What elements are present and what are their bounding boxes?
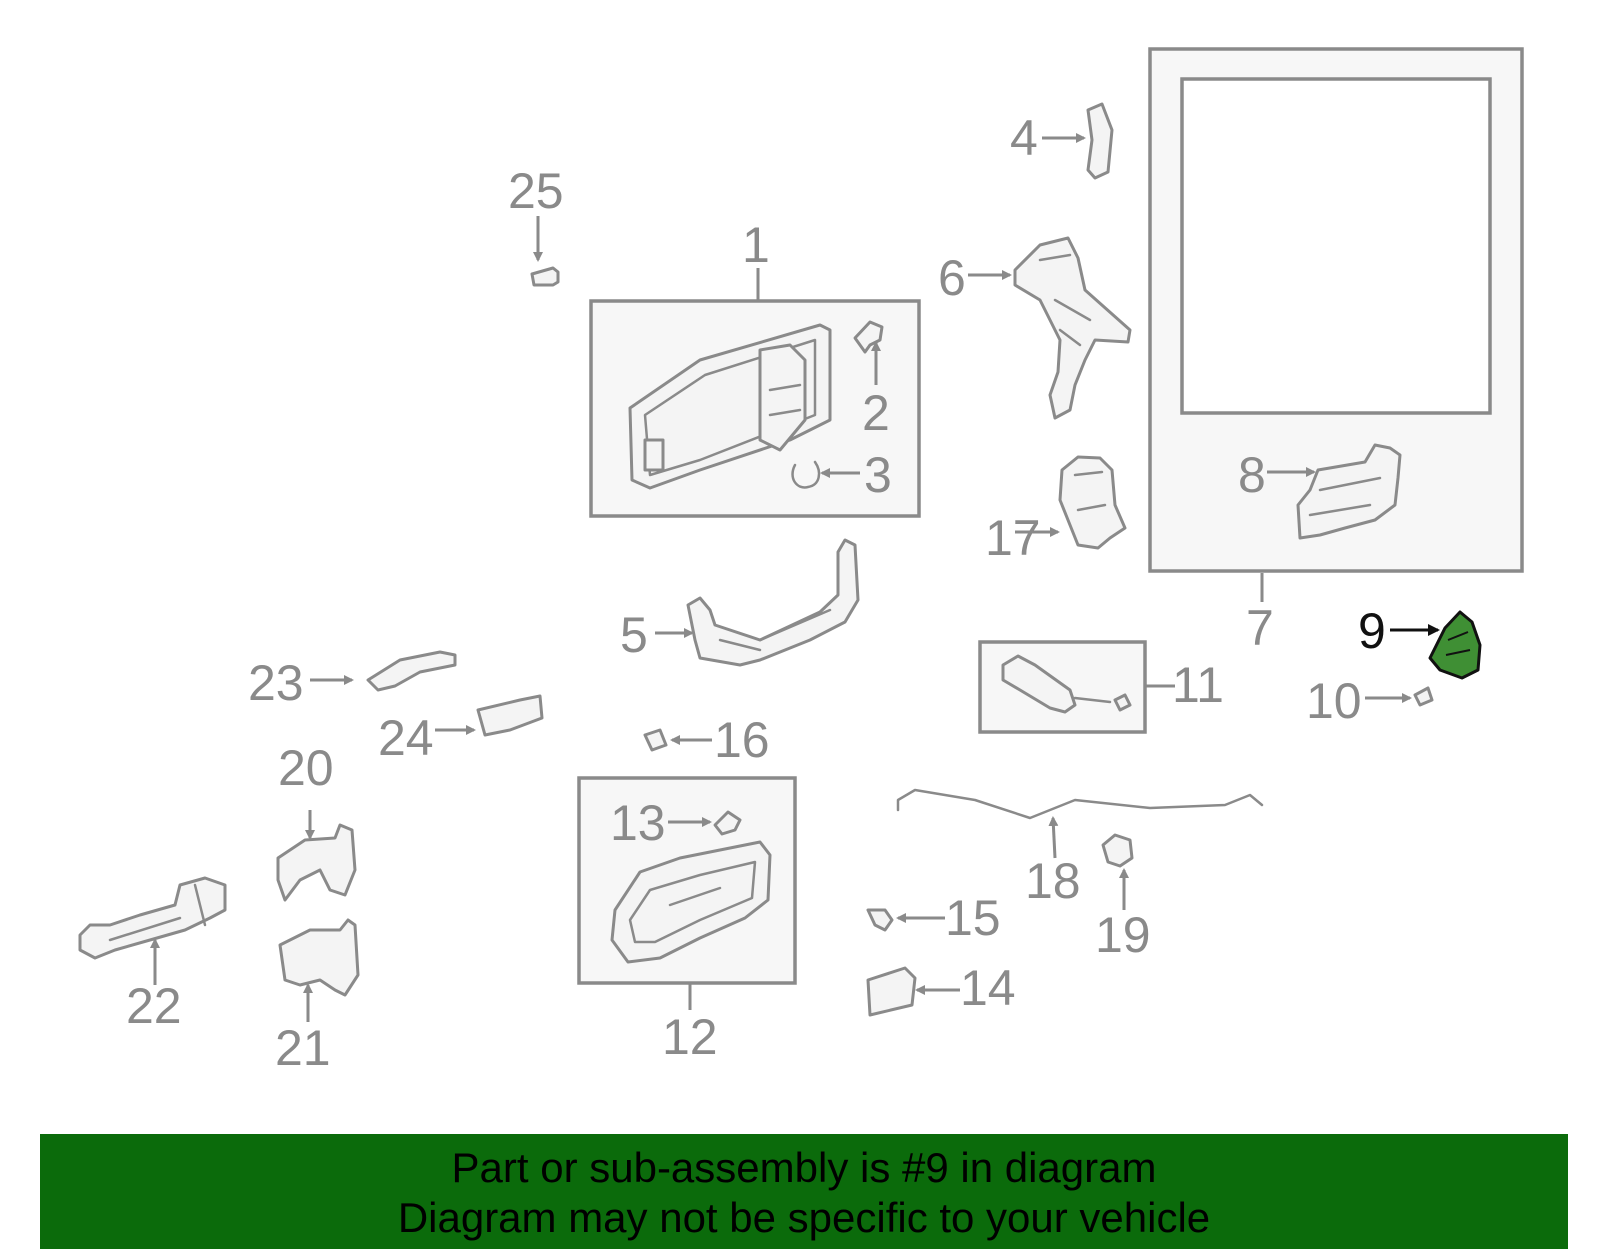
part-16-clip [643, 728, 668, 752]
part-21-hinge [278, 918, 360, 997]
callout-20: 20 [278, 740, 334, 796]
callout-5: 5 [620, 607, 648, 663]
part-11-lock-cylinder [1001, 654, 1132, 714]
callout-10: 10 [1306, 673, 1362, 729]
callout-14: 14 [960, 960, 1016, 1016]
part-20-hinge [276, 823, 357, 902]
callout-25: 25 [508, 163, 564, 219]
banner-line-1: Part or sub-assembly is #9 in diagram [451, 1144, 1157, 1191]
callout-9: 9 [1358, 603, 1386, 659]
part-5-bracket [686, 538, 860, 667]
part-17-actuator [1058, 455, 1127, 550]
callout-12: 12 [662, 1009, 718, 1065]
callout-4: 4 [1010, 110, 1038, 166]
callout-23: 23 [248, 655, 304, 711]
callout-16: 16 [714, 712, 770, 768]
part-19-clip [1101, 833, 1134, 868]
callout-18: 18 [1025, 853, 1081, 909]
callout-19: 19 [1095, 907, 1151, 963]
callout-8: 8 [1238, 447, 1266, 503]
part-25-bolt [530, 266, 560, 287]
callout-13: 13 [610, 795, 666, 851]
banner-line-2: Diagram may not be specific to your vehi… [397, 1194, 1211, 1241]
part-9-striker-highlighted [1390, 610, 1482, 680]
callout-24: 24 [378, 710, 434, 766]
callout-11: 11 [1172, 657, 1224, 713]
callout-2: 2 [862, 385, 890, 441]
callout-22: 22 [126, 978, 182, 1034]
callout-6: 6 [938, 250, 966, 306]
part-12-inner-handle [610, 840, 772, 964]
part-18-rod [896, 788, 1264, 820]
part-3-clip [791, 460, 821, 489]
callout-1: 1 [742, 217, 770, 273]
part-4-bracket [1086, 102, 1114, 180]
part-1-inner-handle [628, 323, 832, 490]
part-6-latch-rod [1013, 236, 1132, 420]
callout-7: 7 [1246, 600, 1274, 656]
callout-17: 17 [985, 510, 1041, 566]
door-frame-window [1180, 77, 1492, 415]
part-14-cap [866, 966, 917, 1017]
info-banner: Part or sub-assembly is #9 in diagram Di… [40, 1134, 1568, 1249]
callout-3: 3 [864, 447, 892, 503]
part-15-bolt [866, 908, 894, 932]
part-13-clip [713, 810, 742, 836]
callout-15: 15 [945, 890, 1001, 946]
part-10-bolt [1413, 686, 1434, 707]
part-24-plate [476, 694, 544, 737]
callout-21: 21 [275, 1020, 331, 1076]
part-2-clip [853, 320, 884, 354]
part-23-plate [366, 650, 457, 692]
part-8-latch [1296, 443, 1402, 540]
